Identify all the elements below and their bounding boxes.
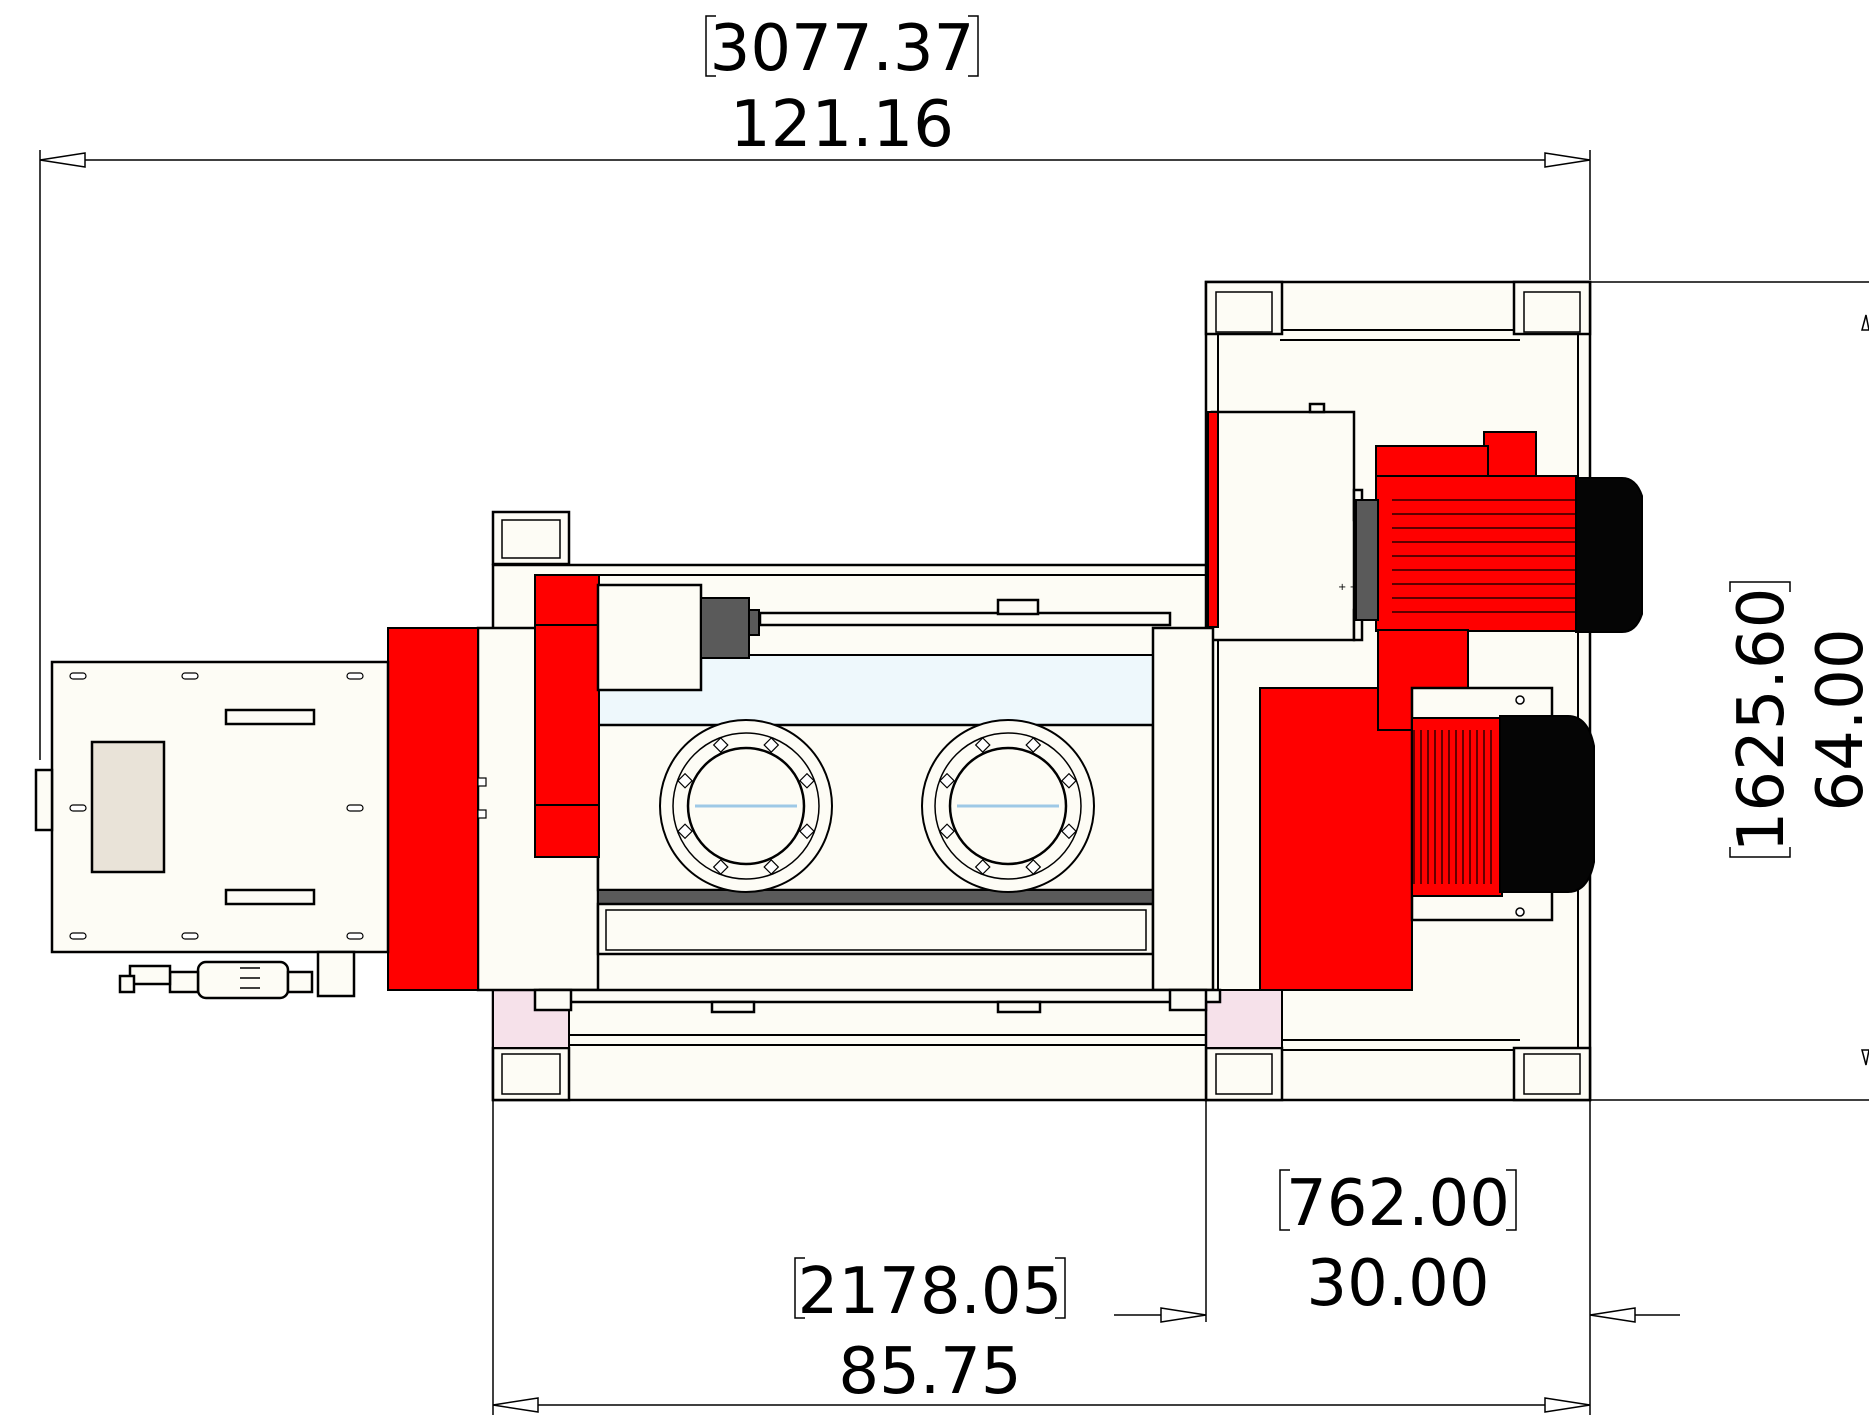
corner-post-tl xyxy=(1204,280,1284,336)
mounting-slot xyxy=(346,672,364,680)
bolt-hole xyxy=(799,772,815,789)
svg-text:+ +: + + xyxy=(1338,582,1358,593)
bolt-hole xyxy=(763,859,780,875)
bolt-hole xyxy=(1061,772,1077,789)
motor-frame-length-metric: 762.00 xyxy=(1286,1167,1510,1241)
motor-frame-length-imperial: 30.00 xyxy=(1306,1247,1489,1321)
bolt-hole xyxy=(1025,859,1042,875)
dimension-base-frame-length: 2178.05 85.75 xyxy=(492,1100,1591,1415)
corner-post-tr xyxy=(1512,280,1592,336)
base-plate-right xyxy=(1205,989,1283,1049)
overall-length-imperial: 121.16 xyxy=(730,88,954,162)
bolt-hole xyxy=(1061,823,1077,840)
outlet-flange xyxy=(921,719,1095,893)
corner-post-br xyxy=(1512,1046,1592,1102)
dimension-overall-length: 3077.37 121.16 xyxy=(39,12,1591,760)
bolt-hole xyxy=(799,823,815,840)
corner-post-left-top xyxy=(491,510,571,566)
upper-motor-fins xyxy=(1392,499,1576,613)
corner-post-bl xyxy=(1204,1046,1284,1102)
mounting-slot xyxy=(346,804,364,812)
housing-bolts xyxy=(477,777,487,819)
lower-motor xyxy=(1411,695,1595,917)
red-end-cap-left xyxy=(387,627,479,991)
base-frame-length-metric: 2178.05 xyxy=(798,1255,1063,1329)
mounting-slot xyxy=(69,672,87,680)
bolt-hole xyxy=(974,859,991,875)
mounting-slot xyxy=(69,804,87,812)
flange-bolt-holes xyxy=(677,737,1077,875)
dimension-overall-width: 1625.60 64.00 xyxy=(1290,281,1869,1101)
bolt-hole xyxy=(763,737,780,753)
overall-length-metric: 3077.37 xyxy=(710,12,975,86)
bolt-hole xyxy=(712,737,729,753)
inlet-flange xyxy=(659,719,833,893)
bolt-hole xyxy=(677,823,693,840)
gearbox-housing: + + xyxy=(1207,402,1364,642)
mounting-slot xyxy=(69,932,87,940)
bolt-hole xyxy=(939,823,955,840)
control-box-slots xyxy=(69,672,364,940)
overall-width-imperial: 64.00 xyxy=(1804,628,1869,811)
label-plate xyxy=(90,740,166,874)
corner-post-left-bottom xyxy=(491,1046,571,1102)
bolt-hole xyxy=(939,772,955,789)
mounting-slot xyxy=(181,672,199,680)
bolt-hole xyxy=(677,772,693,789)
overall-width-metric: 1625.60 xyxy=(1725,588,1799,853)
mounting-slot xyxy=(181,932,199,940)
red-end-cap-right xyxy=(1259,687,1413,991)
bolt-hole xyxy=(712,859,729,875)
bolt-hole xyxy=(974,737,991,753)
dimension-motor-frame-length: 762.00 30.00 xyxy=(1114,1100,1680,1323)
base-frame-length-imperial: 85.75 xyxy=(838,1335,1021,1409)
mounting-slot xyxy=(346,932,364,940)
actuator-cylinder xyxy=(596,583,760,692)
lower-motor-fins xyxy=(1413,730,1492,884)
bolt-hole xyxy=(1025,737,1042,753)
red-clamp-block xyxy=(534,574,600,858)
control-box xyxy=(34,660,390,1000)
